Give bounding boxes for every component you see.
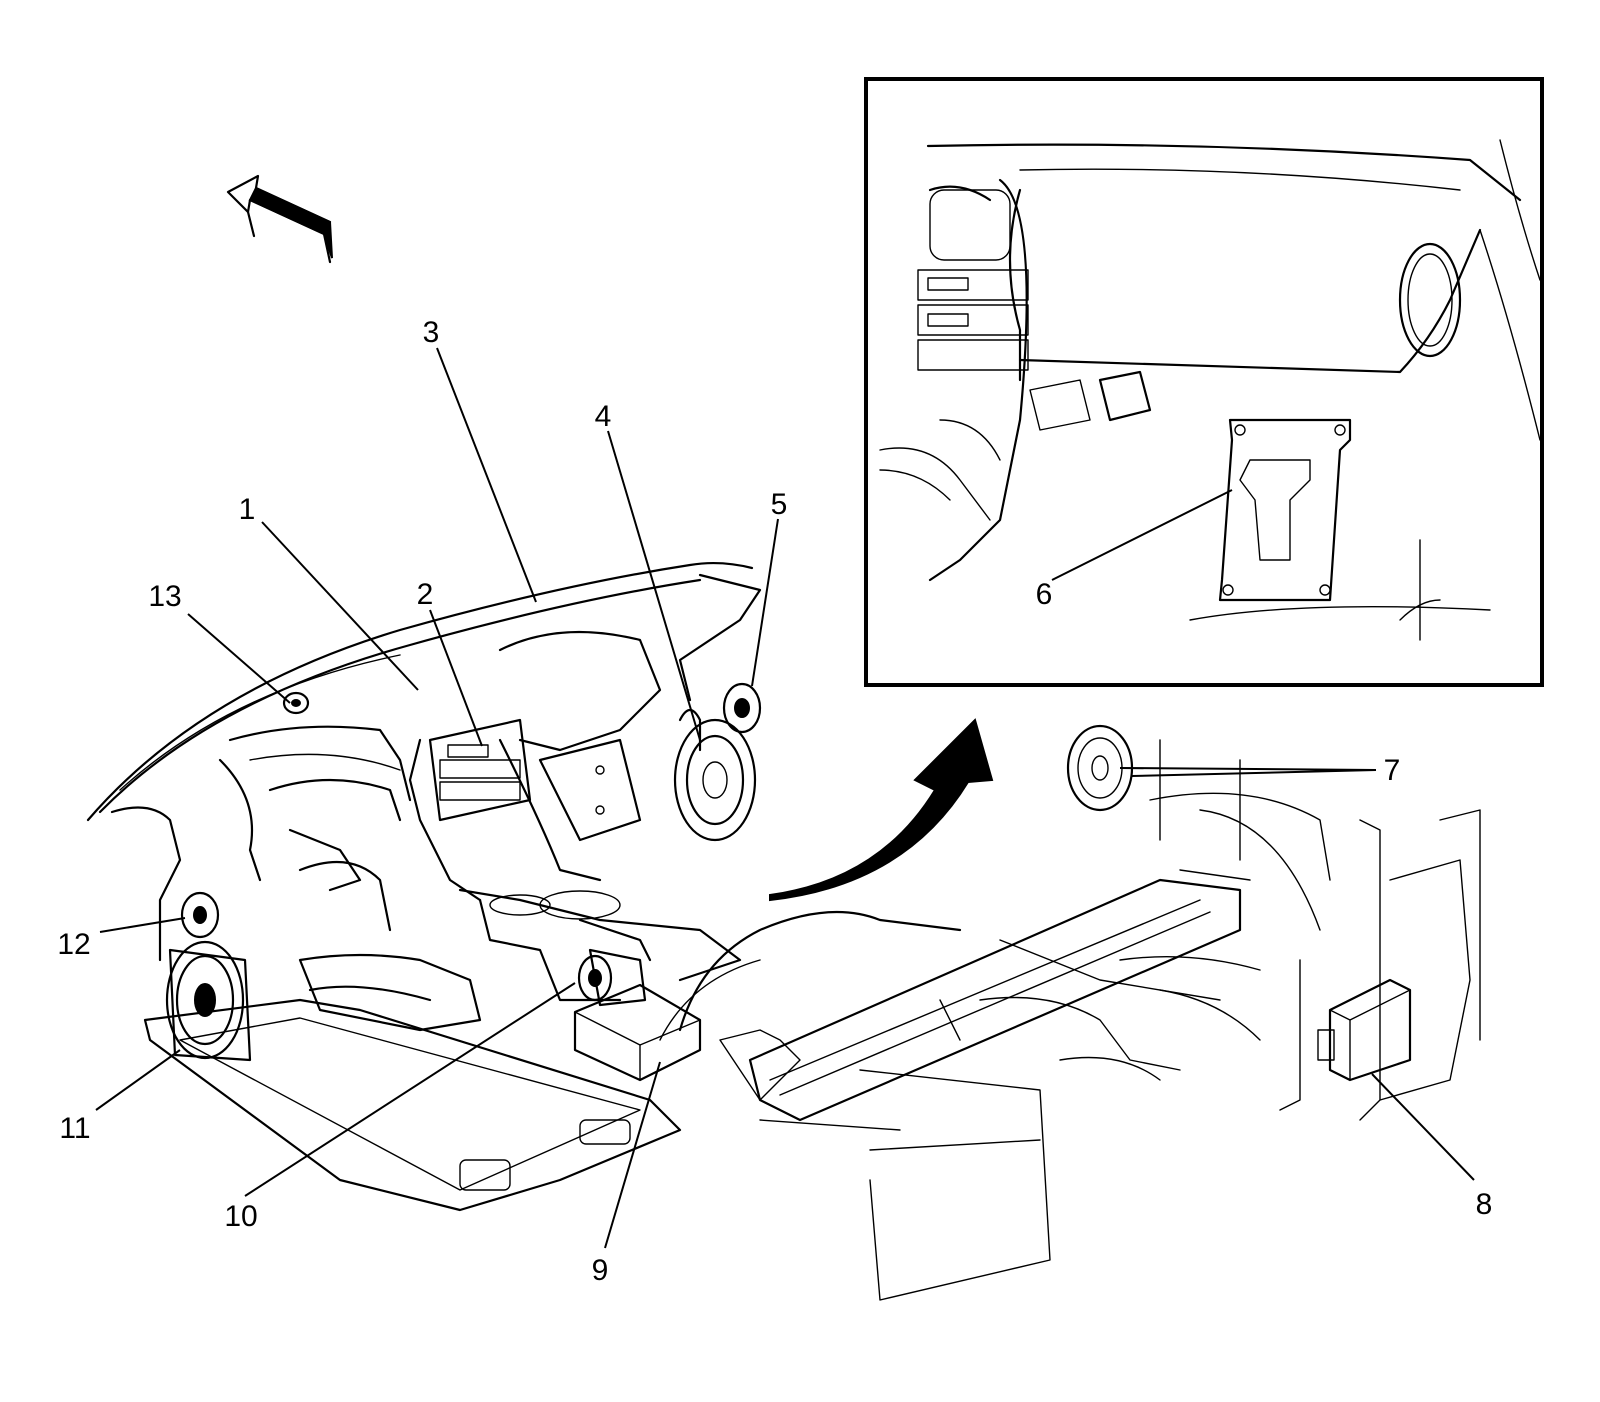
- instrument-panel-assembly: [86, 561, 762, 962]
- callout-3: 3: [423, 316, 440, 349]
- callout-7: 7: [1384, 754, 1401, 787]
- callout-6: 6: [1036, 578, 1053, 611]
- callout-13: 13: [148, 580, 181, 613]
- callout-10: 10: [224, 1200, 257, 1233]
- callout-5: 5: [771, 488, 788, 521]
- callout-8: 8: [1476, 1188, 1493, 1221]
- component-speaker-10: [577, 948, 647, 1007]
- component-speaker-4: [673, 708, 757, 842]
- rear-compartment-panels: [659, 739, 1481, 1301]
- component-speaker-11: [165, 940, 252, 1062]
- forward-direction-arrow-icon: [226, 174, 333, 264]
- floor-and-console: [143, 888, 742, 1212]
- callout-2: 2: [417, 578, 434, 611]
- callout-labels: 1 2 3 4 5 6 7 8 9 10 11 12 13: [57, 316, 1492, 1287]
- component-speaker-12: [180, 891, 220, 939]
- component-tweeter-13: [282, 691, 310, 715]
- callout-11: 11: [59, 1112, 90, 1145]
- callout-12: 12: [57, 928, 90, 961]
- detail-pointer-curved-arrow-icon: [769, 718, 994, 902]
- component-amplifier-9: [573, 983, 702, 1082]
- callout-4: 4: [595, 400, 612, 433]
- inset-detail-panel: [864, 77, 1544, 687]
- component-tweeter-5: [722, 682, 762, 734]
- callout-1: 1: [239, 493, 256, 526]
- component-module-8: [1317, 978, 1412, 1082]
- leader-lines: [95, 347, 1475, 1249]
- callout-9: 9: [592, 1254, 609, 1287]
